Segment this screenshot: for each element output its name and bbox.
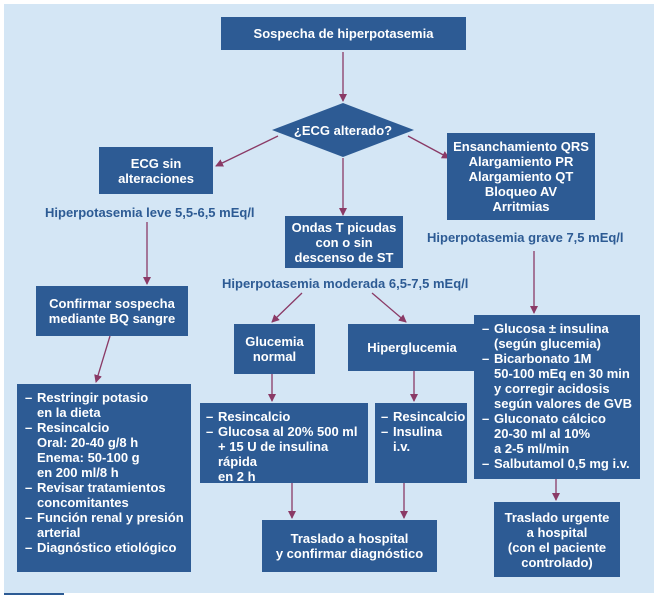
ecg-normal-box: ECG sin alteraciones [99, 147, 213, 194]
suspicion-box: Sospecha de hiperpotasemia [221, 17, 466, 50]
t-waves-box: Ondas T picudas con o sin descenso de ST [285, 216, 403, 268]
label-severe-hyperkalemia: Hiperpotasemia grave 7,5 mEq/l [427, 230, 624, 245]
list-item: Glucosa al 20% 500 ml + 15 U de insulina… [206, 424, 366, 484]
arrow-confirm-to-mild-treatment [94, 335, 111, 383]
ecg-question-decision: ¿ECG alterado? [271, 102, 415, 158]
hyperglycemia-treatment-box: Resincalcio Insulina i.v. [375, 403, 467, 483]
list-item: Gluconato cálcico 20-30 ml al 10% a 2-5 … [482, 411, 634, 456]
decision-diamond-shape [272, 103, 414, 157]
list-item: Salbutamol 0,5 mg i.v. [482, 456, 634, 471]
list-item: Bicarbonato 1M 50-100 mEq en 30 min y co… [482, 351, 634, 411]
arrow-question-to-normal [215, 135, 279, 167]
list-item: Resincalcio [381, 409, 465, 424]
label-moderate-hyperkalemia: Hiperpotasemia moderada 6,5-7,5 mEq/l [222, 276, 469, 291]
arrow-question-to-altered [407, 135, 450, 159]
list-item: Insulina i.v. [381, 424, 461, 454]
list-item: Restringir potasio en la dieta [25, 390, 185, 420]
list-item: Revisar tratamientos concomitantes [25, 480, 185, 510]
hyperglycemia-treatment-list: Resincalcio Insulina i.v. [381, 409, 465, 454]
severe-treatment-box: Glucosa ± insulina (según glucemia) Bica… [474, 315, 640, 479]
normal-glucose-treatment-list: Resincalcio Glucosa al 20% 500 ml + 15 U… [206, 409, 366, 484]
list-item: Función renal y presión arterial [25, 510, 185, 540]
list-item: Glucosa ± insulina (según glucemia) [482, 321, 634, 351]
label-mild-hyperkalemia: Hiperpotasemia leve 5,5-6,5 mEq/l [45, 205, 255, 220]
arrow-moderate-to-glucemia [271, 292, 303, 323]
normal-glucose-treatment-box: Resincalcio Glucosa al 20% 500 ml + 15 U… [200, 403, 368, 484]
mild-treatment-list: Restringir potasio en la dieta Resincalc… [25, 390, 185, 555]
glucemia-normal-box: Glucemia normal [234, 324, 315, 374]
ecg-question-label: ¿ECG alterado? [293, 122, 393, 138]
confirm-box: Confirmar sospecha mediante BQ sangre [36, 286, 188, 336]
list-item: Diagnóstico etiológico [25, 540, 185, 555]
list-item: Resincalcio [206, 409, 366, 424]
transfer-box: Traslado a hospital y confirmar diagnóst… [262, 520, 437, 572]
list-item: Resincalcio Oral: 20-40 g/8 h Enema: 50-… [25, 420, 185, 480]
mild-treatment-box: Restringir potasio en la dieta Resincalc… [17, 384, 191, 572]
transfer-urgent-box: Traslado urgente a hospital (con el paci… [494, 502, 620, 577]
ecg-altered-findings-box: Ensanchamiento QRS Alargamiento PR Alarg… [447, 133, 595, 220]
arrow-moderate-to-hiperglucemia [371, 292, 407, 323]
hiperglucemia-box: Hiperglucemia [348, 324, 476, 371]
severe-treatment-list: Glucosa ± insulina (según glucemia) Bica… [482, 321, 634, 471]
bottom-rule [4, 593, 64, 595]
